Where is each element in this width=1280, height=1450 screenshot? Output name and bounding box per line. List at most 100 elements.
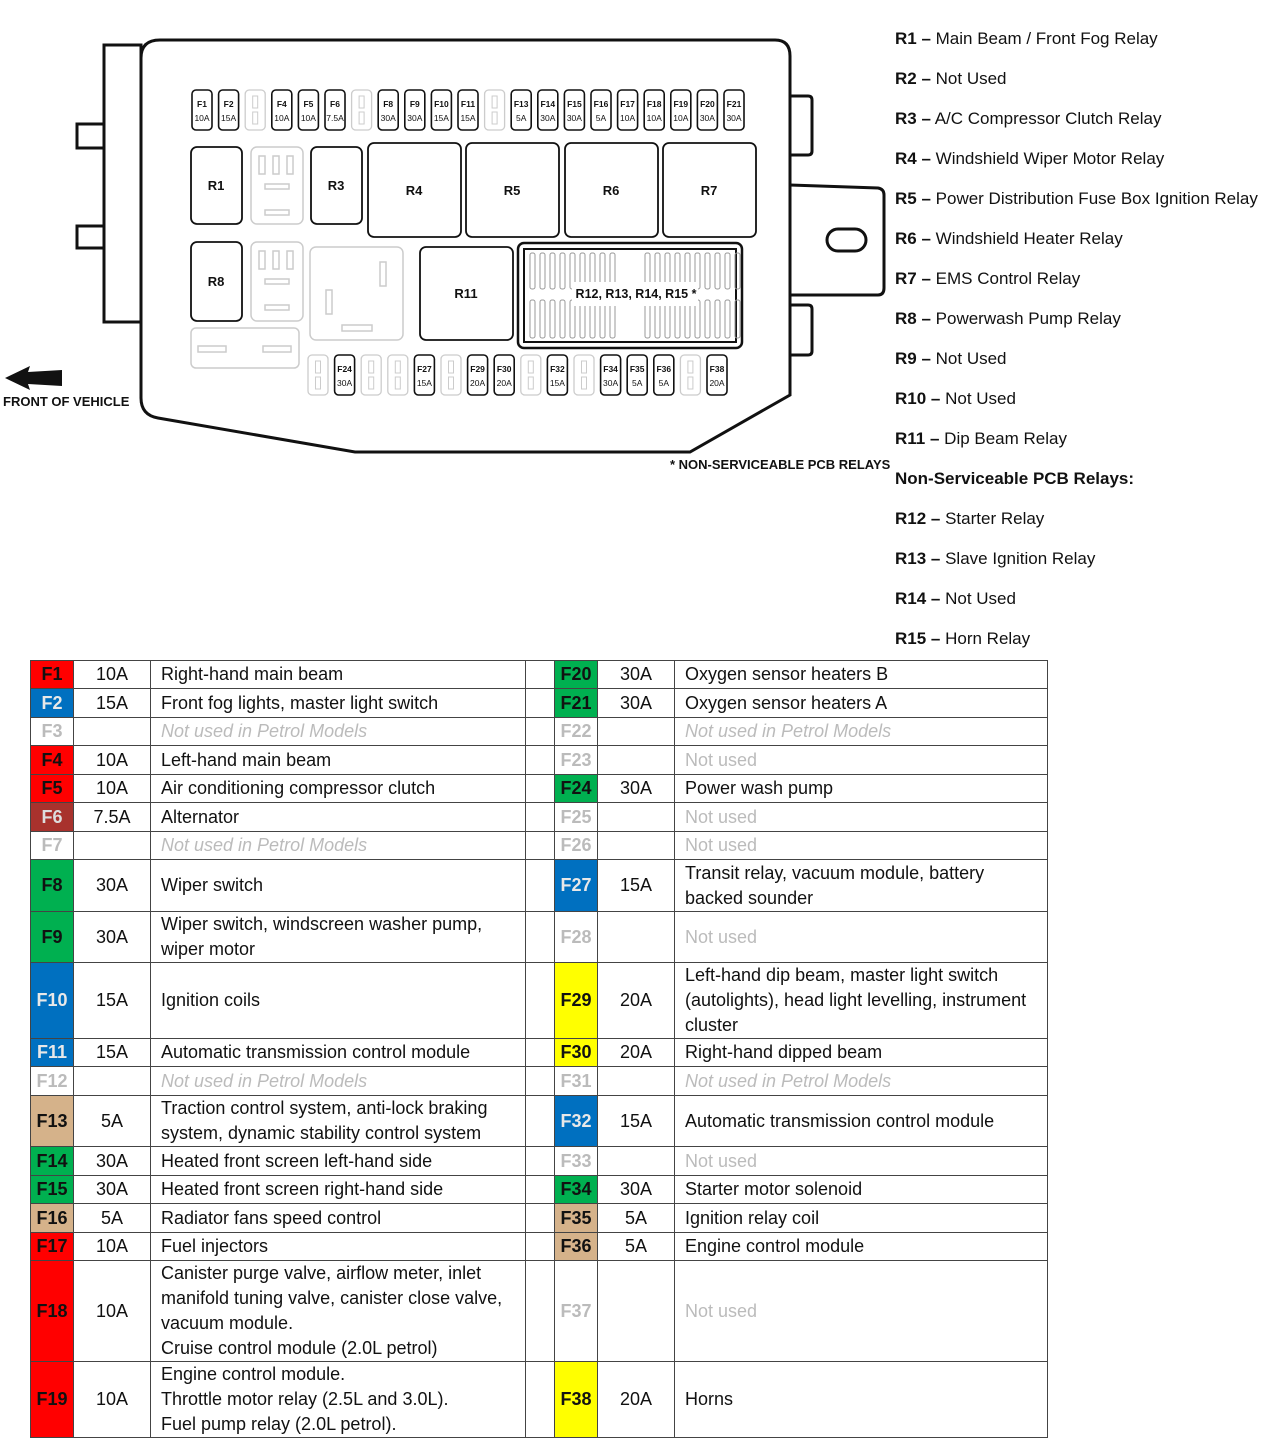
fuse-rating <box>597 745 675 775</box>
column-spacer <box>525 1175 555 1204</box>
legend-item: R2 – Not Used <box>895 68 1258 108</box>
fuse-rating: 15A <box>73 1038 151 1067</box>
fuse-f21 <box>723 89 745 131</box>
legend-item: R9 – Not Used <box>895 348 1258 388</box>
relay-r1 <box>190 146 243 225</box>
fuse-code: F11 <box>30 1038 74 1067</box>
legend-item: R12 – Starter Relay <box>895 508 1258 548</box>
empty-fuse-slot <box>307 354 329 396</box>
fuse-rating: 7.5A <box>326 113 344 123</box>
fuse-label: F30 <box>497 364 512 374</box>
column-spacer <box>525 1146 555 1176</box>
fuse-code: F21 <box>554 688 598 718</box>
front-of-vehicle-label: FRONT OF VEHICLE <box>3 394 130 409</box>
column-spacer <box>525 660 555 689</box>
fuse-description: Power wash pump <box>674 774 1048 803</box>
fuse-label: F13 <box>514 99 529 109</box>
legend-code: R5 – <box>895 189 931 208</box>
fuse-f36 <box>652 354 675 396</box>
legend-code: R8 – <box>895 309 931 328</box>
fuse-label: F15 <box>567 99 582 109</box>
fuse-rating: 20A <box>597 962 675 1039</box>
fuse-code: F6 <box>30 802 74 832</box>
fuse-rating <box>597 1066 675 1096</box>
fuse-f4 <box>270 89 293 131</box>
fuse-code: F34 <box>554 1175 598 1204</box>
fuse-label: F6 <box>330 99 340 109</box>
fuse-rating: 30A <box>540 113 555 123</box>
fuse-f30 <box>493 354 516 396</box>
fuse-code: F25 <box>554 802 598 832</box>
fuse-label: F24 <box>337 364 352 374</box>
legend-text: Not Used <box>940 589 1016 608</box>
relay-r6 <box>564 142 659 238</box>
fuse-description: Not used in Petrol Models <box>150 831 526 860</box>
right-tab <box>790 303 814 357</box>
fuse-description: Automatic transmission control module <box>150 1038 526 1067</box>
relay-r8-label: R8 <box>208 274 225 289</box>
legend-text: Main Beam / Front Fog Relay <box>930 29 1158 48</box>
fuse-code: F8 <box>30 859 74 912</box>
relay-r4-label: R4 <box>406 183 423 198</box>
empty-relay-slot <box>190 327 300 369</box>
fuse-description: Oxygen sensor heaters A <box>674 688 1048 718</box>
legend-text: Power Distribution Fuse Box Ignition Rel… <box>930 189 1258 208</box>
column-spacer <box>525 1232 555 1261</box>
fuse-code: F24 <box>554 774 598 803</box>
fuse-description: Automatic transmission control module <box>674 1095 1048 1147</box>
fuse-label: F8 <box>383 99 393 109</box>
pcb-relay-label: R12, R13, R14, R15 * <box>576 287 697 301</box>
fuse-code: F15 <box>30 1175 74 1204</box>
column-spacer <box>525 859 555 912</box>
fuse-description: Not used in Petrol Models <box>150 717 526 746</box>
legend-text: Horn Relay <box>940 629 1031 648</box>
fuse-description: Heated front screen right-hand side <box>150 1175 526 1204</box>
fuse-f19 <box>669 89 692 131</box>
fuse-rating: 10A <box>194 113 209 123</box>
relay-r11 <box>419 246 514 341</box>
fuse-code: F33 <box>554 1146 598 1176</box>
fuse-label: F32 <box>550 364 565 374</box>
fuse-f16 <box>590 89 612 131</box>
fuse-rating <box>597 831 675 860</box>
column-spacer <box>525 911 555 963</box>
fuse-label: F1 <box>197 99 207 109</box>
fuse-rating: 30A <box>73 859 151 912</box>
pcb-relays-note: * NON-SERVICEABLE PCB RELAYS <box>670 457 891 472</box>
fuse-description: Right-hand dipped beam <box>674 1038 1048 1067</box>
fuse-f24 <box>333 354 356 396</box>
legend-text: Not Used <box>940 389 1016 408</box>
fuse-rating: 30A <box>597 774 675 803</box>
fuse-f32 <box>546 354 569 396</box>
fuse-description: Engine control module <box>674 1232 1048 1261</box>
column-spacer <box>525 1260 555 1362</box>
fuse-rating <box>597 1146 675 1176</box>
fuse-code: F2 <box>30 688 74 718</box>
column-spacer <box>525 1361 555 1438</box>
fuse-rating: 15A <box>460 113 475 123</box>
fuse-label: F29 <box>470 364 485 374</box>
relay-r3-label: R3 <box>328 178 345 193</box>
fuse-rating: 5A <box>516 113 527 123</box>
fuse-code: F16 <box>30 1203 74 1233</box>
fuse-rating: 5A <box>597 1232 675 1261</box>
fuse-rating: 30A <box>726 113 741 123</box>
fuse-code: F26 <box>554 831 598 860</box>
fuse-code: F3 <box>30 717 74 746</box>
legend-item: R1 – Main Beam / Front Fog Relay <box>895 28 1258 68</box>
fuse-description: Not used in Petrol Models <box>150 1066 526 1096</box>
fuse-code: F32 <box>554 1095 598 1147</box>
fuse-rating: 15A <box>73 962 151 1039</box>
fuse-rating: 10A <box>647 113 662 123</box>
fuse-rating: 30A <box>597 660 675 689</box>
legend-code: R15 – <box>895 629 941 648</box>
fuse-rating: 15A <box>434 113 449 123</box>
column-spacer <box>525 1203 555 1233</box>
fuse-description: Fuel injectors <box>150 1232 526 1261</box>
fuse-rating: 20A <box>470 378 485 388</box>
fuse-description: Not used <box>674 1260 1048 1362</box>
fuse-label: F20 <box>700 99 715 109</box>
